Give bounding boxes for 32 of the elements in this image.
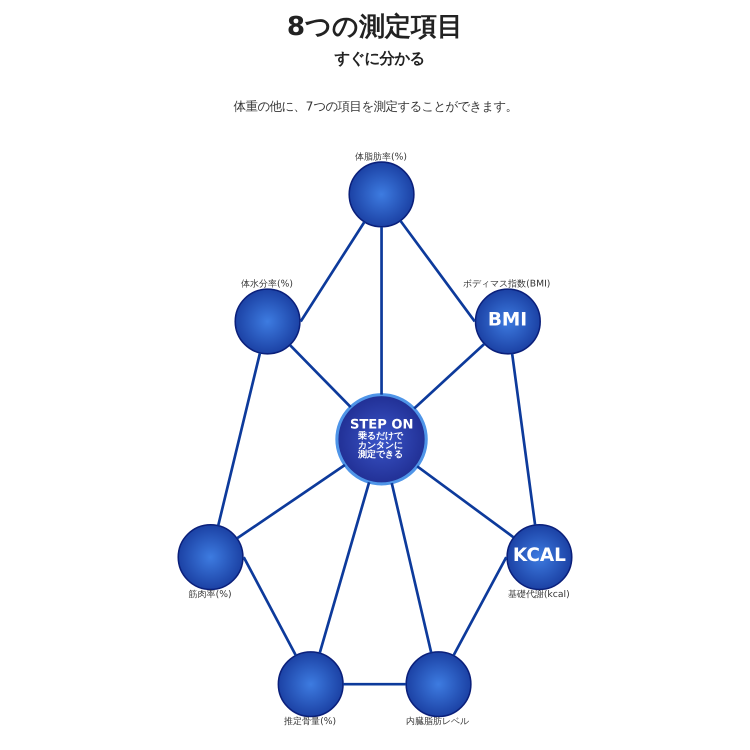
node-circle: STEP ON 乗るだけでカンタンに測定できる [335,393,428,486]
diagram-title: 8つの測定項目 [286,12,464,42]
connector [399,220,476,322]
connector [216,352,262,526]
node-circle [348,161,415,228]
connector [300,221,366,322]
connector [236,464,346,540]
connector [390,482,432,653]
node-circle [278,651,344,718]
node-label: ボディマス指数(BMI) [463,278,550,290]
connector [510,354,536,526]
connector [416,465,514,538]
connector [242,556,298,656]
node-circle: KCAL [506,524,573,590]
node-circle: BMI [474,288,541,355]
node-label: 体水分率(%) [241,278,293,290]
connector [452,556,508,656]
node-label: 筋肉率(%) [188,588,232,600]
connector [413,342,486,410]
node-circle [405,651,472,718]
node-circle [177,524,244,590]
label: すぐに分かる [334,49,425,68]
label: 体重の他に、7つの項目を測定することができます。 [234,99,518,114]
connector [318,482,370,654]
connector [289,344,352,408]
node-label: 推定骨量(%) [284,716,336,727]
connector [380,226,383,395]
node-circle [234,288,301,355]
node-label: 基礎代謝(kcal) [508,588,570,600]
node-label: 内臓脂肪レベル [406,716,470,727]
node-label: 体脂肪率(%) [354,151,407,162]
connector [343,682,406,686]
